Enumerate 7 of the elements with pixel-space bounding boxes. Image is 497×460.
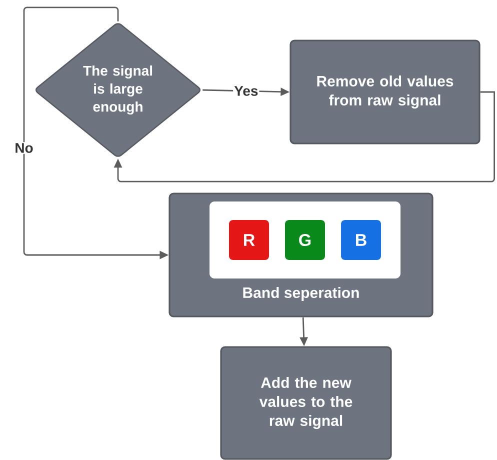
channel-tile: B	[341, 220, 381, 260]
edge-label: Yes	[233, 85, 260, 97]
channel-tile: R	[229, 220, 269, 260]
channel-tile: G	[285, 220, 325, 260]
edge-label: No	[14, 142, 34, 154]
process-box: Remove old values from raw signal	[290, 40, 480, 144]
process-box: Add the new values to the raw signal	[220, 346, 392, 460]
